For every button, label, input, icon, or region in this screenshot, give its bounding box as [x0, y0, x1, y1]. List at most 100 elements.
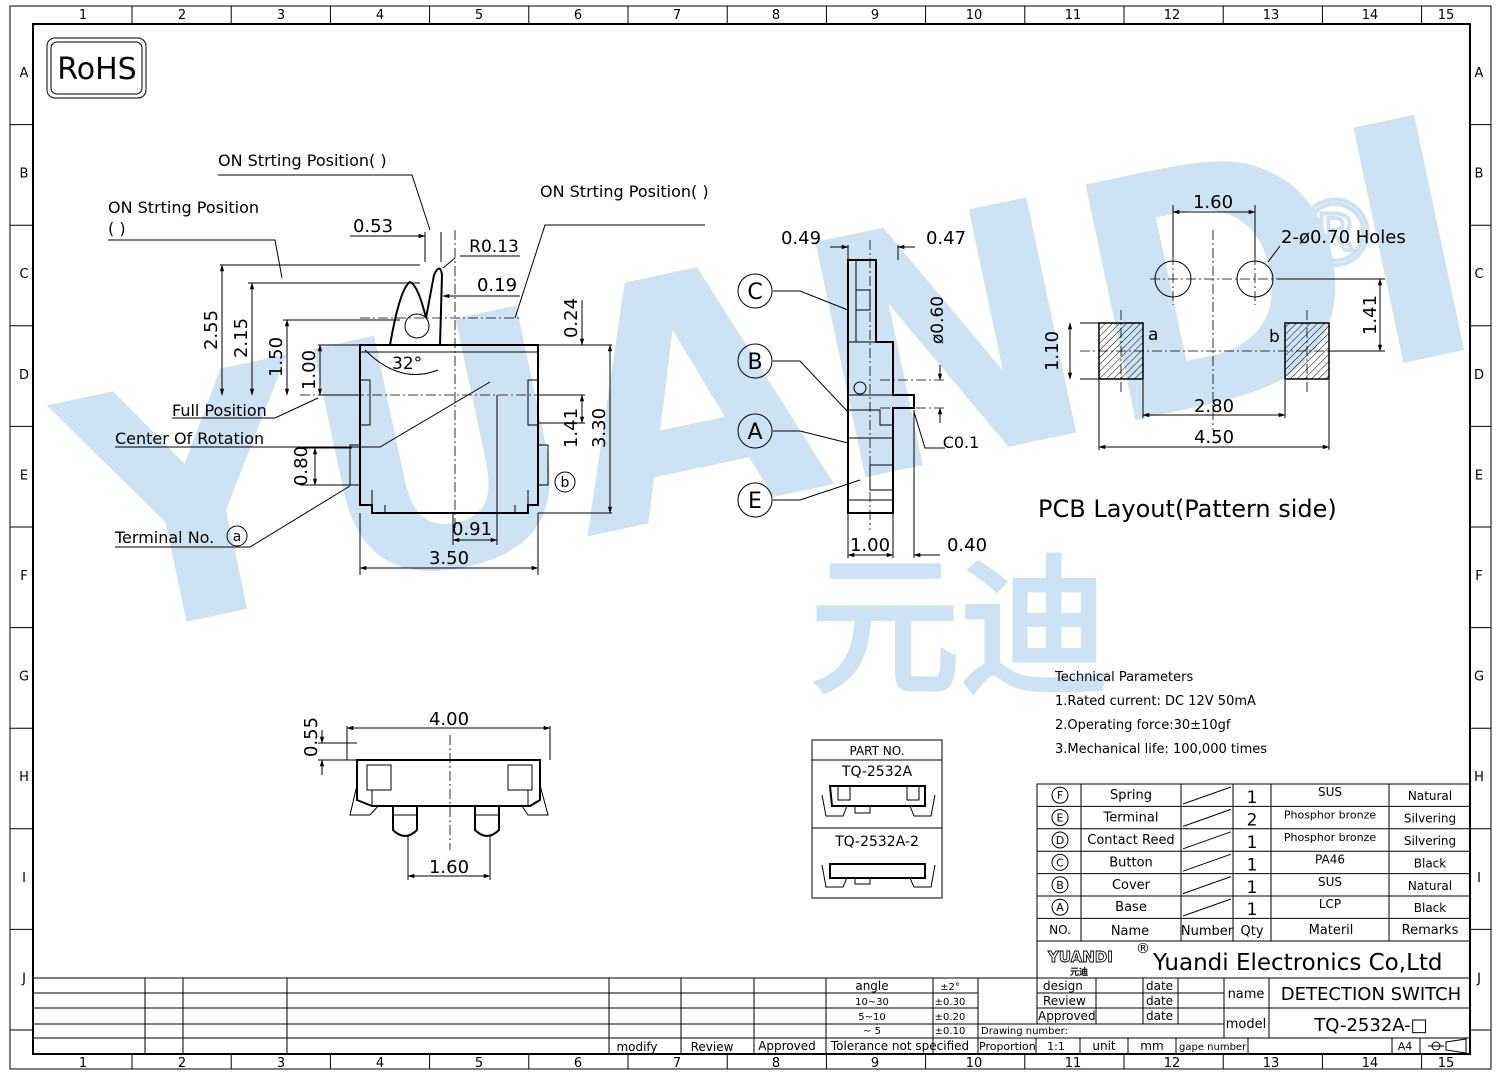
pcb-layout: 1.60 2-ø0.70 Holes 1.41 1.10 2.80 4.50 a…	[1038, 192, 1406, 523]
svg-text:Approved: Approved	[1038, 1009, 1096, 1023]
grid-row-label: A	[1475, 66, 1484, 81]
grid-col-label: 13	[1263, 1056, 1280, 1071]
svg-text:0.55: 0.55	[301, 717, 322, 757]
svg-text:NO.: NO.	[1049, 923, 1071, 937]
part-callout-balloon	[737, 413, 773, 449]
bom-item-material: SUS	[1318, 875, 1342, 889]
svg-text:元迪: 元迪	[810, 542, 1110, 716]
svg-text:0.24: 0.24	[561, 298, 582, 338]
grid-col-label: 11	[1065, 1056, 1082, 1071]
bom-item-name: Spring	[1110, 788, 1152, 803]
bom-item-name: Contact Reed	[1087, 833, 1174, 848]
svg-text:1.50: 1.50	[266, 337, 287, 377]
grid-row-label: J	[1476, 971, 1481, 986]
bom-item-balloon	[1051, 898, 1069, 916]
grid-col-label: 5	[475, 1056, 483, 1071]
bom-item-remark: Natural	[1408, 789, 1452, 803]
svg-text:date: date	[1146, 979, 1173, 993]
bom-item-qty: 1	[1247, 833, 1258, 853]
svg-text:a: a	[233, 529, 242, 545]
svg-text:Technical Parameters: Technical Parameters	[1054, 670, 1193, 685]
grid-row-label: I	[22, 871, 26, 886]
tolerance-range: angle	[855, 979, 888, 993]
grid-col-label: 7	[673, 1056, 681, 1071]
bom-item-name: Button	[1109, 855, 1153, 870]
part-callout-label: A	[747, 420, 762, 445]
grid-col-label: 8	[772, 8, 780, 23]
grid-row-label: A	[20, 66, 29, 81]
bom-item-material: LCP	[1319, 897, 1341, 911]
sheet-frame: 1122334455667788991010111112121313141415…	[9, 5, 1492, 1071]
svg-text:2.Operating force:30±10gf: 2.Operating force:30±10gf	[1055, 718, 1231, 733]
svg-text:date: date	[1146, 1009, 1173, 1023]
tolerance-range: 10~30	[855, 997, 889, 1008]
grid-col-label: 10	[966, 8, 983, 23]
svg-text:0.47: 0.47	[926, 228, 966, 249]
grid-col-label: 2	[178, 1056, 186, 1071]
svg-text:0.19: 0.19	[477, 275, 517, 296]
svg-text:DETECTION SWITCH: DETECTION SWITCH	[1281, 984, 1461, 1005]
tolerance-value: ±0.30	[935, 997, 966, 1008]
svg-text:gape number: gape number	[1179, 1042, 1247, 1053]
svg-text:1:1: 1:1	[1047, 1040, 1065, 1053]
tolerance-value: ±0.10	[935, 1026, 966, 1037]
svg-text:Full Position: Full Position	[172, 401, 267, 420]
grid-row-label: E	[1475, 468, 1483, 483]
svg-text:1.00: 1.00	[299, 350, 320, 390]
bom-item-no: E	[1057, 812, 1064, 825]
part-no-table: PART NO. TQ-2532A TQ-2532A-2	[811, 739, 943, 899]
part-callout-balloon	[737, 343, 773, 379]
bom-item-balloon	[1051, 831, 1069, 849]
svg-text:0.40: 0.40	[947, 535, 987, 556]
bom-item-name: Terminal	[1103, 811, 1159, 826]
bom-item-qty: 1	[1247, 900, 1258, 920]
svg-text:1.60: 1.60	[429, 857, 469, 878]
svg-text:PCB Layout(Pattern side): PCB Layout(Pattern side)	[1038, 495, 1337, 523]
bom-item-qty: 1	[1247, 788, 1258, 808]
grid-col-label: 12	[1164, 8, 1181, 23]
grid-row-label: F	[1475, 569, 1482, 584]
svg-text:Qty: Qty	[1240, 924, 1263, 939]
bom-item-no: A	[1056, 901, 1064, 914]
grid-col-label: 15	[1438, 1056, 1455, 1071]
tolerance-range: 5~10	[858, 1012, 885, 1023]
tolerance-range: ~ 5	[863, 1026, 881, 1037]
grid-col-label: 15	[1438, 8, 1455, 23]
grid-col-label: 10	[966, 1056, 983, 1071]
svg-text:unit: unit	[1092, 1039, 1116, 1053]
svg-text:1.60: 1.60	[1193, 192, 1233, 213]
grid-col-label: 2	[178, 8, 186, 23]
svg-text:Terminal No.: Terminal No.	[114, 528, 214, 547]
svg-text:ON Strting Position( ): ON Strting Position( )	[540, 182, 709, 201]
svg-text:0.91: 0.91	[452, 519, 492, 540]
bom-item-balloon	[1051, 809, 1069, 827]
grid-col-label: 3	[277, 1056, 285, 1071]
svg-text:C0.1: C0.1	[943, 433, 980, 452]
part-callout-balloon	[737, 273, 773, 309]
svg-text:Remarks: Remarks	[1402, 923, 1459, 938]
rohs-badge: RoHS	[46, 37, 147, 99]
svg-text:ø0.60: ø0.60	[928, 296, 948, 344]
bom-item-name: Cover	[1112, 878, 1151, 893]
svg-text:元迪: 元迪	[1070, 966, 1088, 978]
grid-col-label: 5	[475, 8, 483, 23]
svg-text:Center Of Rotation: Center Of Rotation	[115, 429, 264, 448]
bom-item-balloon	[1051, 853, 1069, 871]
svg-text:4.00: 4.00	[429, 709, 469, 730]
part-callout-label: C	[747, 280, 762, 305]
grid-col-label: 9	[871, 8, 879, 23]
svg-text:Number: Number	[1181, 924, 1234, 939]
svg-text:®: ®	[1136, 941, 1150, 957]
grid-row-label: E	[20, 468, 28, 483]
grid-row-label: C	[1474, 267, 1483, 282]
svg-text:3.50: 3.50	[429, 548, 469, 569]
svg-text:date: date	[1146, 994, 1173, 1008]
svg-text:1.10: 1.10	[1042, 331, 1063, 371]
grid-col-label: 6	[574, 8, 582, 23]
bom-item-material: PA46	[1315, 852, 1345, 866]
front-view: 32° 0.53 R0.13 0.19 0.24 2.55 2.15	[108, 151, 709, 575]
svg-text:Review: Review	[1043, 994, 1086, 1008]
svg-text:TQ-2532A-□: TQ-2532A-□	[1313, 1015, 1427, 1036]
grid-row-label: D	[19, 368, 29, 383]
